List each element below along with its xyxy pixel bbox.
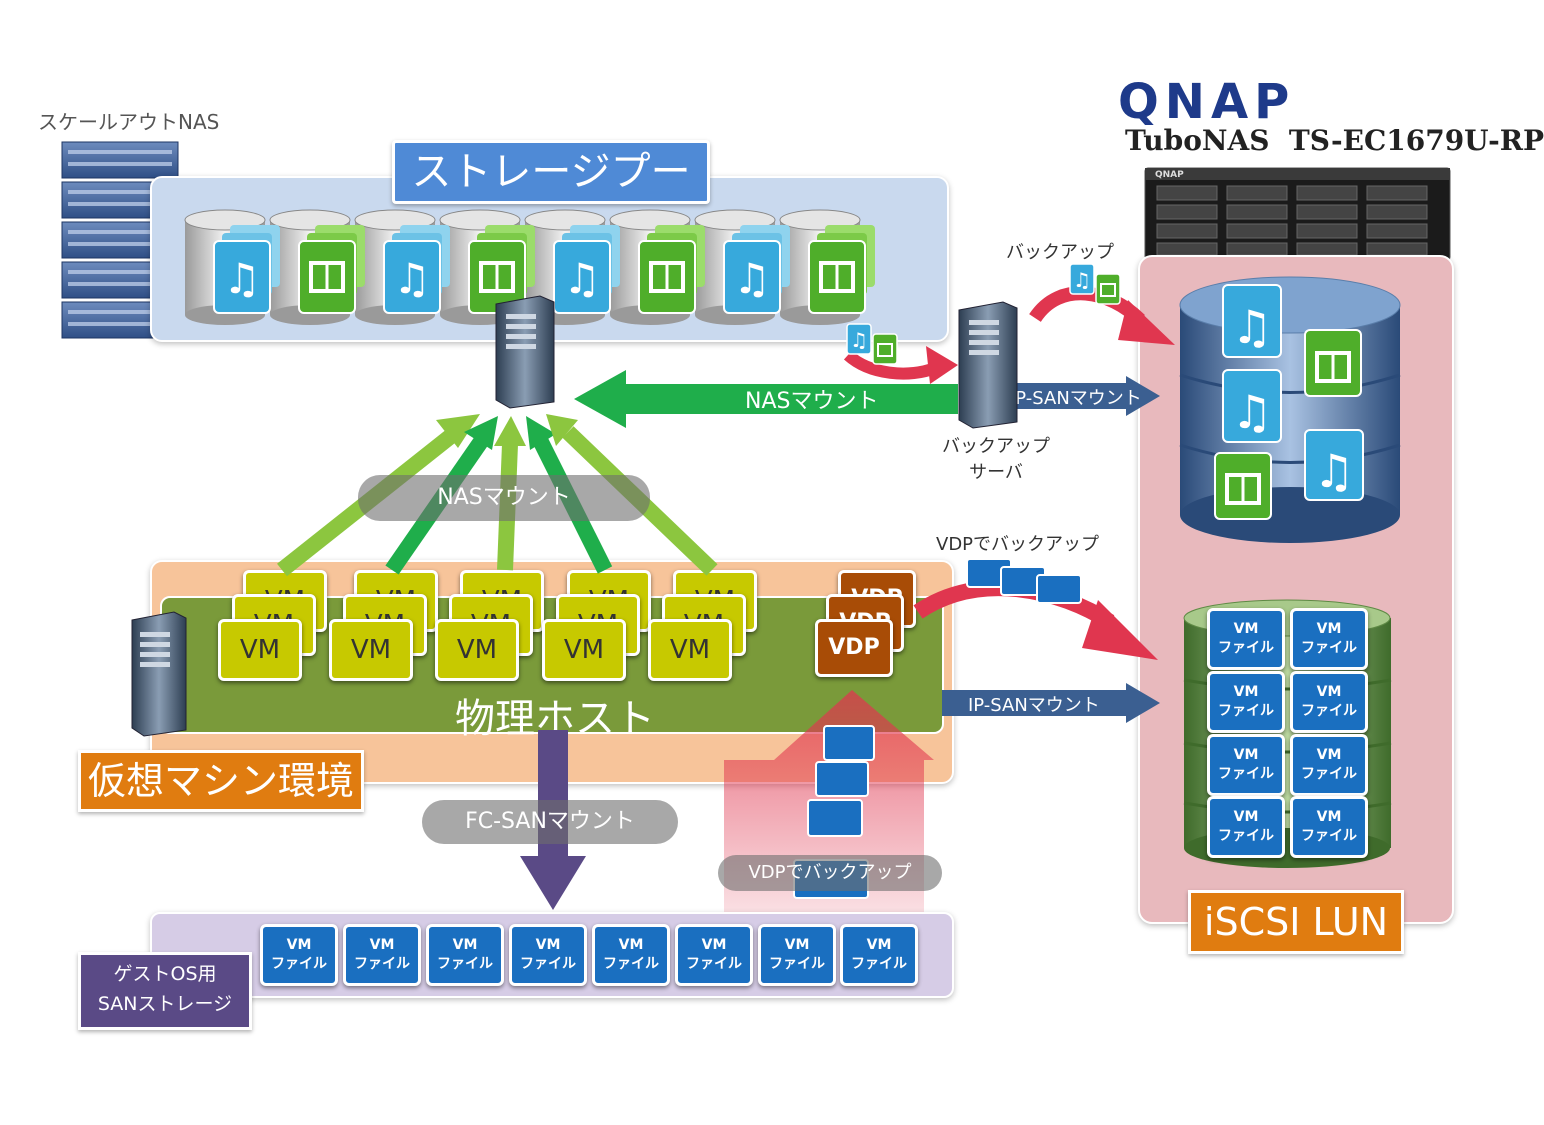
vm-box: VM xyxy=(329,619,413,681)
vm-environment-label: 仮想マシン環境 xyxy=(78,750,364,812)
vm-box: VM xyxy=(218,619,302,681)
svg-text:♫: ♫ xyxy=(1313,444,1354,498)
backup-server-label: バックアップ サーバ xyxy=(942,436,1050,483)
scaleout-nas-label: スケールアウトNAS xyxy=(38,110,220,134)
music-file-icon: ♫ xyxy=(1222,369,1282,443)
guest-san-label: ゲストOS用 SANストレージ xyxy=(78,952,252,1030)
fcsan-mount-pill: FC-SANマウント xyxy=(422,800,678,844)
svg-text:♫: ♫ xyxy=(1073,268,1091,292)
svg-text:♫: ♫ xyxy=(563,254,601,303)
nas-mount-pill: NASマウント xyxy=(358,475,650,521)
qnap-rack-unit-icon: QNAP xyxy=(1144,167,1451,261)
vm-box: VM xyxy=(542,619,626,681)
svg-text:♫: ♫ xyxy=(733,254,771,303)
backup-media-icons-top: ♫ xyxy=(1069,263,1121,305)
ipsan-mount-top-label: IP-SANマウント xyxy=(1010,388,1142,409)
qnap-model: TuboNAS TS-EC1679U-RP xyxy=(1125,124,1544,157)
vdp-box: VDP xyxy=(815,619,893,677)
svg-text:♫: ♫ xyxy=(1231,300,1272,354)
music-file-icon: ♫ xyxy=(213,225,280,314)
iscsi-media-cylinder: ♫ ♫ ♫ xyxy=(1179,276,1401,543)
physical-host-server-icon xyxy=(131,611,187,737)
film-file-icon xyxy=(1214,452,1272,520)
svg-text:♫: ♫ xyxy=(850,328,868,352)
nas-server-icon xyxy=(495,295,555,409)
backup-top-label: バックアップ xyxy=(1006,242,1114,263)
vm-box: VM xyxy=(435,619,519,681)
film-file-icon xyxy=(1304,329,1362,397)
storage-pool-disks: ♫ ♫ ♫ ♫ xyxy=(184,209,875,325)
backup-server-icon xyxy=(958,301,1018,429)
qnap-logo: QNAP xyxy=(1118,74,1296,130)
svg-text:QNAP: QNAP xyxy=(1155,170,1184,180)
svg-text:♫: ♫ xyxy=(1231,385,1272,439)
nas-mount-arrow-label: NASマウント xyxy=(745,389,879,414)
ipsan-mount-bottom-label: IP-SANマウント xyxy=(968,695,1100,716)
svg-text:♫: ♫ xyxy=(223,254,261,303)
vdp-backup-bottom-pill: VDPでバックアップ xyxy=(718,855,942,891)
vdp-data-blocks-right xyxy=(966,558,1082,604)
music-file-icon: ♫ xyxy=(1304,429,1364,501)
iscsi-lun-label: iSCSI LUN xyxy=(1188,890,1404,954)
backup-media-icons: ♫ xyxy=(846,323,898,365)
svg-text:♫: ♫ xyxy=(393,254,431,303)
film-file-icon xyxy=(298,225,365,314)
music-file-icon: ♫ xyxy=(1222,284,1282,358)
vm-box: VM xyxy=(648,619,732,681)
vdp-backup-right-label: VDPでバックアップ xyxy=(936,534,1100,555)
